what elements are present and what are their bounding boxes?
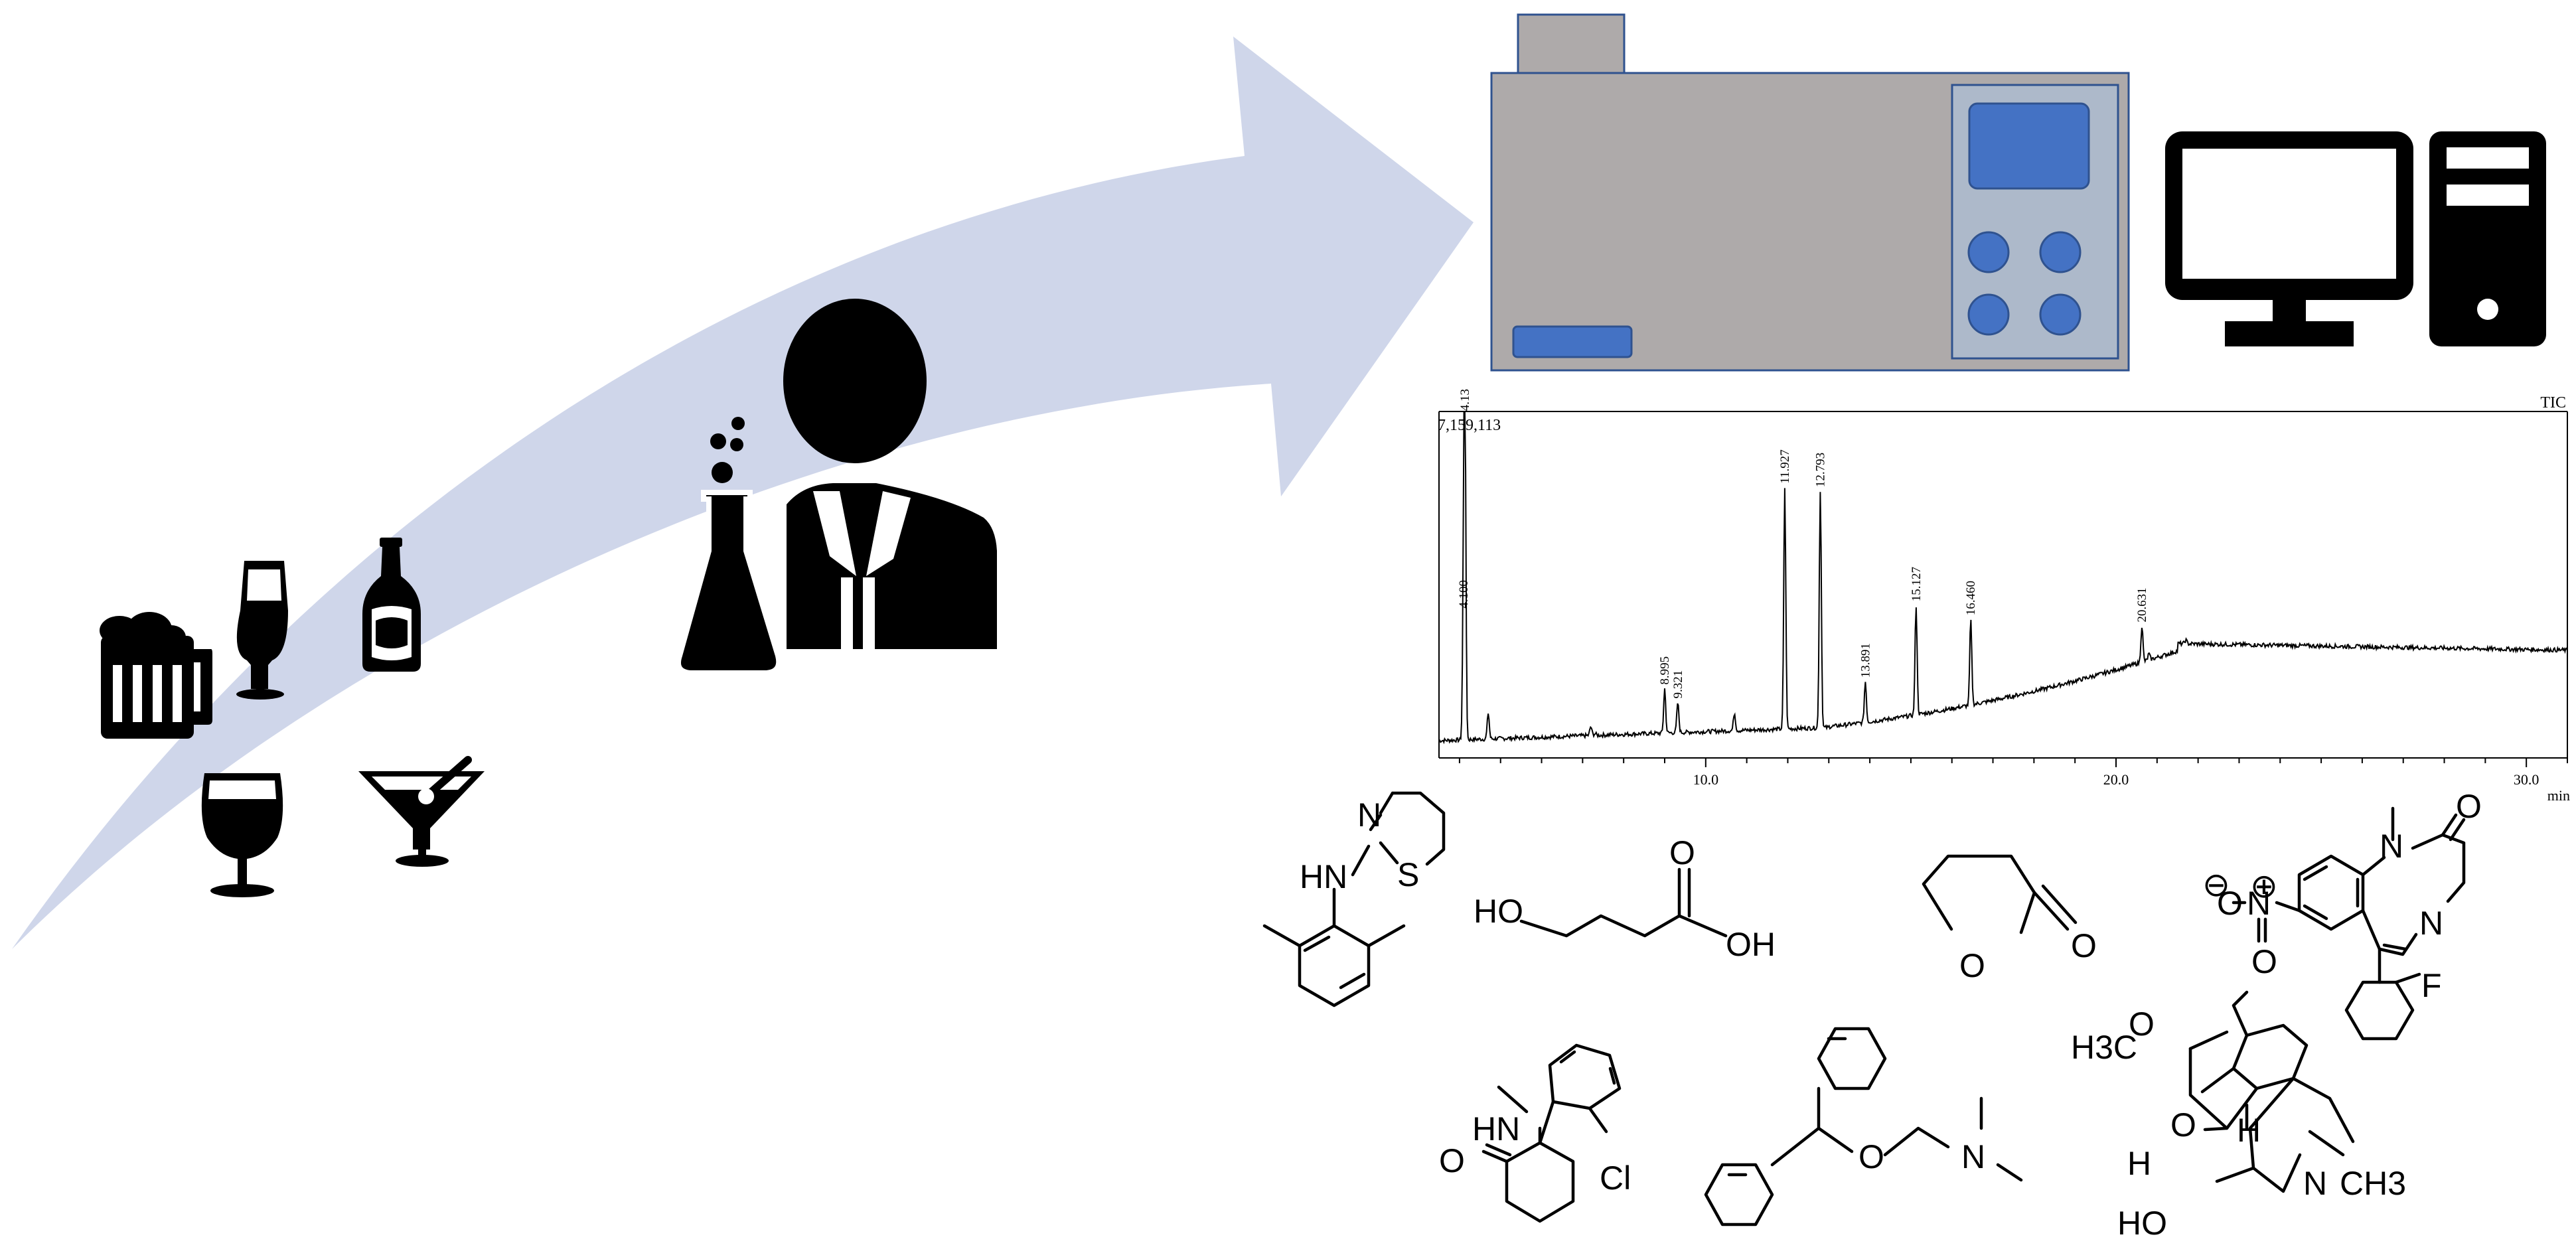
scientist-with-flask-icon bbox=[676, 299, 997, 676]
wine-glass-icon bbox=[201, 773, 283, 897]
atom-label: H3C bbox=[2071, 1029, 2137, 1066]
max-intensity-label: 7,159,113 bbox=[1438, 417, 1501, 434]
atom-label: O bbox=[2129, 1005, 2155, 1043]
atom-label: N bbox=[1357, 796, 1381, 834]
atom-label: N bbox=[2303, 1165, 2327, 1202]
peak-label: 4.100 bbox=[1457, 580, 1471, 609]
atom-label: HN bbox=[1300, 858, 1347, 895]
molecule-diphenhydramine: O N bbox=[1704, 1027, 2023, 1226]
x-tick-label: 10.0 bbox=[1693, 771, 1719, 788]
molecule-codeine: H3C O O H H N CH3 HO bbox=[2071, 990, 2406, 1242]
atom-label: O bbox=[1669, 834, 1695, 871]
atom-label: N bbox=[2380, 828, 2403, 865]
peak-label: 11.927 bbox=[1778, 449, 1792, 484]
x-axis-unit: min bbox=[2547, 787, 2570, 804]
atom-label: O bbox=[2456, 788, 2482, 825]
atom-label: HO bbox=[2117, 1205, 2167, 1242]
atom-label: HO bbox=[1474, 893, 1523, 930]
atom-label: S bbox=[1397, 856, 1419, 893]
atom-label: OH bbox=[1726, 926, 1776, 963]
x-tick-label: 30.0 bbox=[2514, 771, 2539, 788]
peak-label: 9.321 bbox=[1671, 670, 1685, 699]
peak-label: 12.793 bbox=[1814, 453, 1828, 487]
molecule-gbl: O O bbox=[1922, 854, 2097, 984]
instrument-button bbox=[1967, 231, 2010, 273]
instrument-button bbox=[2039, 293, 2082, 336]
charge-label: ⊖ bbox=[2202, 866, 2230, 903]
bottle-icon bbox=[362, 538, 421, 672]
atom-label: O bbox=[1439, 1142, 1465, 1179]
atom-label: O bbox=[2251, 943, 2277, 980]
atom-label: O bbox=[1858, 1138, 1884, 1175]
atom-label: HN bbox=[1472, 1110, 1520, 1148]
peak-label: 8.995 bbox=[1658, 656, 1672, 685]
peak-label: 20.631 bbox=[2135, 587, 2149, 622]
x-axis-ticks: 10.0 20.0 30.0 bbox=[1458, 758, 2568, 788]
atom-label: H bbox=[2237, 1112, 2261, 1149]
monitor-icon bbox=[2165, 131, 2413, 346]
atom-label: Cl bbox=[1600, 1159, 1631, 1197]
chromatogram: 7,159,113 TIC min 10.0 20.0 30.0 4.100 4.13… bbox=[1438, 389, 2570, 804]
cocktail-glass-icon bbox=[358, 756, 485, 867]
tic-trace bbox=[1438, 411, 2568, 745]
champagne-flute-icon bbox=[236, 561, 288, 700]
computer-tower-icon bbox=[2429, 131, 2546, 346]
charge-label: ⊕ bbox=[2250, 867, 2278, 905]
molecule-flunitrazepam: N O N N O O F ⊖ ⊕ bbox=[2202, 788, 2482, 1041]
atom-label: O bbox=[1959, 947, 1985, 984]
molecule-xylazine: N S HN bbox=[1262, 791, 1446, 1007]
instrument-top-unit bbox=[1517, 13, 1626, 77]
chart-corner-label: TIC bbox=[2540, 394, 2566, 411]
molecule-ketamine: HN O Cl bbox=[1439, 1043, 1631, 1223]
peak-label: 4.13 bbox=[1458, 389, 1472, 411]
instrument-slot bbox=[1512, 325, 1633, 358]
atom-label: O bbox=[2217, 885, 2243, 922]
molecule-ghb: HO O OH bbox=[1474, 834, 1776, 963]
atom-label: F bbox=[2421, 967, 2442, 1004]
atom-label: N bbox=[2419, 905, 2443, 942]
atom-label: N bbox=[2247, 885, 2271, 922]
peak-label: 16.460 bbox=[1964, 581, 1978, 615]
peak-label: 13.891 bbox=[1858, 643, 1872, 678]
instrument-button bbox=[1967, 293, 2010, 336]
gc-ms-instrument-icon bbox=[1490, 13, 2130, 372]
instrument-screen bbox=[1968, 102, 2090, 190]
atom-label: O bbox=[2071, 927, 2097, 964]
beer-mug-icon bbox=[100, 612, 212, 739]
x-tick-label: 20.0 bbox=[2103, 771, 2129, 788]
atom-label: H bbox=[2127, 1145, 2151, 1182]
atom-label: O bbox=[2170, 1106, 2196, 1144]
instrument-button bbox=[2039, 231, 2082, 273]
peak-label: 15.127 bbox=[1910, 567, 1924, 601]
atom-label: CH3 bbox=[2340, 1165, 2406, 1202]
atom-label: N bbox=[1961, 1138, 1985, 1175]
